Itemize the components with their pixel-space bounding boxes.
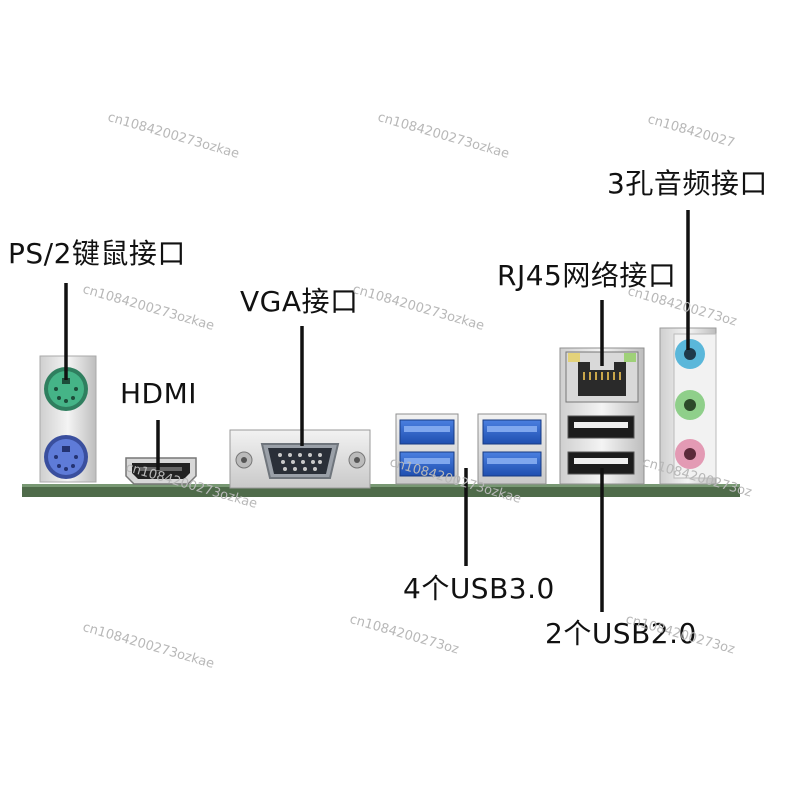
label-audio: 3孔音频接口 xyxy=(607,167,768,200)
label-rj45: RJ45网络接口 xyxy=(497,259,677,292)
label-usb3: 4个USB3.0 xyxy=(403,572,555,605)
pcb-board xyxy=(22,484,740,497)
audio-jack-green xyxy=(675,390,705,420)
ps2-port-group xyxy=(39,355,97,483)
audio-jack-pink xyxy=(675,439,705,469)
audio-jack-blue xyxy=(675,339,705,369)
vga-port xyxy=(229,429,371,489)
audio-jack-stack xyxy=(659,327,717,485)
pcb-board-highlight xyxy=(22,484,740,487)
rj45-usb2-stack xyxy=(559,347,645,485)
usb3-stack-left xyxy=(395,413,459,485)
label-vga: VGA接口 xyxy=(240,285,359,318)
hdmi-port xyxy=(125,457,197,485)
label-hdmi: HDMI xyxy=(120,377,198,410)
ps2-keyboard-port xyxy=(44,435,88,479)
usb3-stack-right xyxy=(477,413,547,485)
label-usb2: 2个USB2.0 xyxy=(545,617,697,650)
ps2-mouse-port xyxy=(44,367,88,411)
rj45-port xyxy=(565,351,639,403)
label-ps2: PS/2键鼠接口 xyxy=(8,237,186,270)
